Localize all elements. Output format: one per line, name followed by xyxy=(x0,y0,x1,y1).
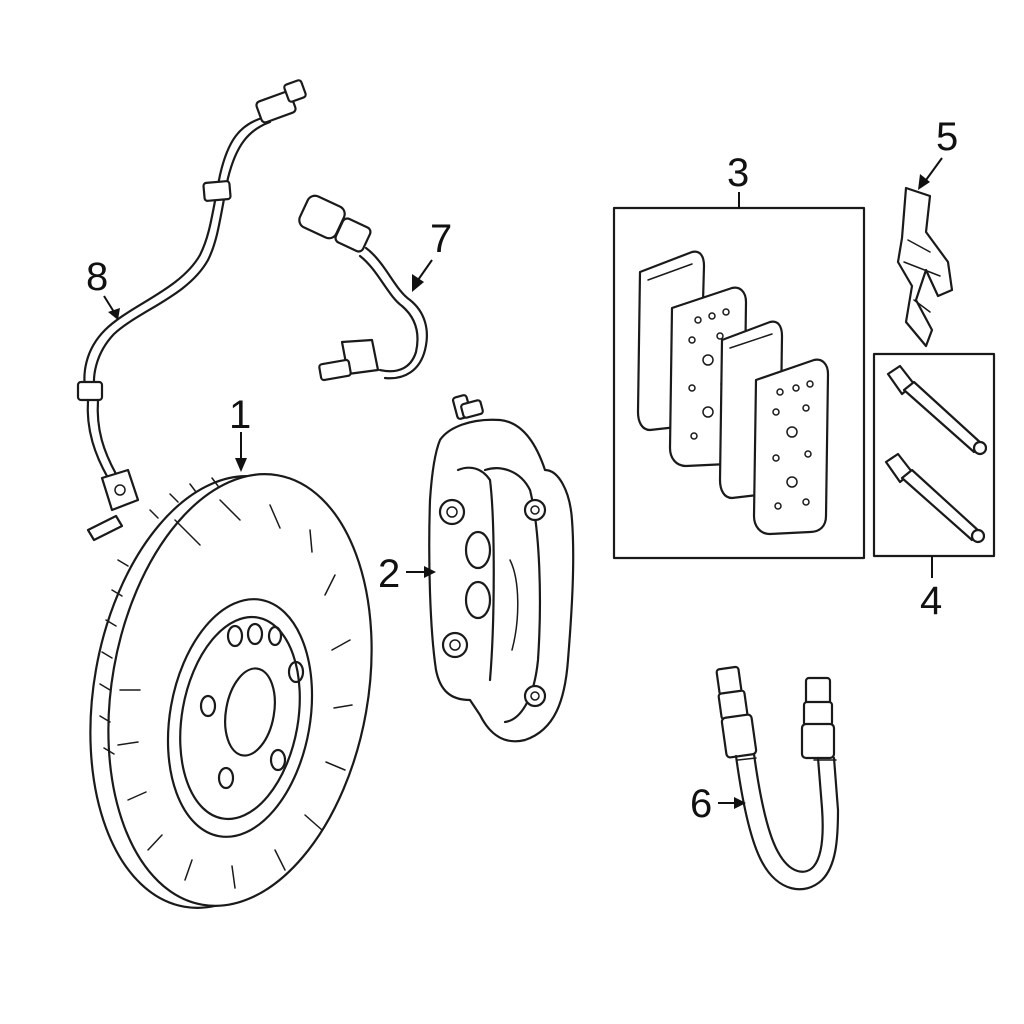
part-guide-pins-box xyxy=(872,352,996,558)
callout-labels: 1 2 3 4 5 6 7 8 xyxy=(86,115,958,826)
callout-5: 5 xyxy=(936,115,958,159)
callout-6: 6 xyxy=(690,782,712,826)
callout-8: 8 xyxy=(86,255,108,299)
part-brake-caliper xyxy=(428,394,575,743)
callout-4: 4 xyxy=(920,579,942,623)
callout-7: 7 xyxy=(430,217,452,261)
callout-leaders xyxy=(103,157,943,809)
part-pad-wear-sensor xyxy=(298,194,428,382)
callout-1: 1 xyxy=(229,393,251,437)
part-abs-sensor-cable xyxy=(76,79,307,542)
callout-3: 3 xyxy=(727,151,749,195)
part-brake-pads-box xyxy=(612,206,866,560)
callout-2: 2 xyxy=(378,552,400,596)
part-brake-rotor xyxy=(89,473,373,909)
part-brake-hose xyxy=(715,665,840,891)
part-anti-rattle-clip xyxy=(896,186,954,348)
